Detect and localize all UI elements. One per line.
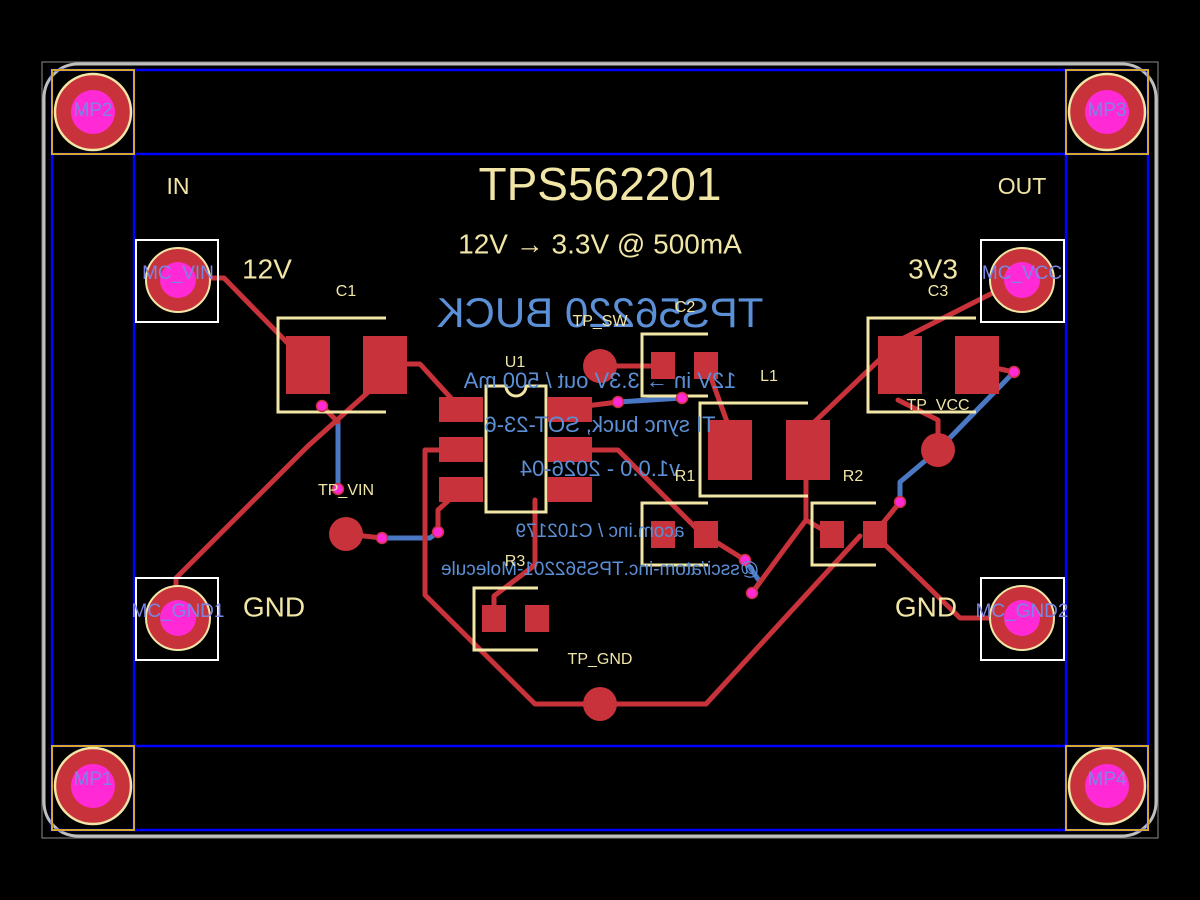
mc-gnd1-pad: MC_GND1 [132,577,225,661]
component-outlines [276,316,976,652]
back-silk-line-6: @ssci/atom-inc.TPS562201-Molecule [441,559,759,580]
gnd-left-label: GND [243,591,305,622]
c1-pad-2 [363,336,407,394]
r3-pad-2 [525,605,549,632]
tp-vcc-pad [921,433,955,467]
refdes-tp-gnd: TP_GND [568,651,633,668]
u1-pad-1 [439,397,483,422]
via [738,553,752,567]
board-title: TPS562201 [479,158,722,210]
r1-pad-2 [694,521,718,548]
mc-gnd2-pad: MC_GND2 [976,577,1069,661]
r3-pad-1 [482,605,506,632]
refdes-tp-vin: TP_VIN [318,482,374,499]
back-silkscreen: TPS56220 BUCK 12V in → 3.3V out / 500 mA… [437,289,764,580]
mc-gnd2-label: MC_GND2 [976,601,1069,622]
c2-outline [640,332,708,398]
via [315,399,329,413]
via [1007,365,1021,379]
r3-outline [472,586,538,652]
u1-pad-2 [439,437,483,462]
tp-vin-pad [329,517,363,551]
u1-pad-5 [548,437,592,462]
mc-vin-label: MC_VIN [142,263,214,284]
l1-outline [698,401,808,498]
via [893,495,907,509]
u1-pad-3 [439,477,483,502]
mp3-label: MP3 [1087,100,1126,121]
tp-sw-pad [583,349,617,383]
mp1-label: MP1 [73,769,112,790]
c3-pad-2 [955,336,999,394]
mp4-pad: MP4 [1065,745,1149,831]
c1-pad-1 [286,336,330,394]
refdes-u1: U1 [505,354,526,371]
via [611,395,625,409]
refdes-l1: L1 [760,368,778,385]
via [331,482,345,496]
back-silk-line-2: 12V in → 3.3V out / 500 mA [463,368,736,393]
tp-gnd-pad [583,687,617,721]
connection-pads: MC_VIN MC_VCC MC_GND1 MC_GND2 [132,239,1069,661]
in-label: IN [167,173,190,199]
mp3-pad: MP3 [1065,69,1149,155]
l1-pad-2 [786,420,830,480]
r1-outline [640,501,708,567]
mc-vcc-label: MC_VCC [982,263,1062,284]
via [745,586,759,600]
mc-vcc-pad: MC_VCC [980,239,1065,323]
vin-label: 12V [242,253,292,284]
vout-label: 3V3 [908,253,958,284]
l1-pad-1 [708,420,752,480]
via [375,531,389,545]
keepout-lines [50,68,1150,832]
top-silkscreen-text: TPS562201 12V → 3.3V @ 500mA IN OUT 12V … [167,158,1047,668]
mp2-label: MP2 [73,100,112,121]
via [431,525,445,539]
u1-pad-4 [548,477,592,502]
mp1-pad: MP1 [51,745,135,831]
refdes-tp-sw: TP_SW [572,313,628,330]
mounting-pads: MP2 MP3 MP1 MP4 [51,69,1149,831]
back-silk-line-1: TPS56220 BUCK [437,289,764,336]
mp4-label: MP4 [1087,769,1127,790]
c3-pad-1 [878,336,922,394]
refdes-c2: C2 [675,299,696,316]
board-subtitle: 12V → 3.3V @ 500mA [458,228,742,259]
refdes-c1: C1 [336,283,357,300]
r2-outline [810,501,876,567]
via [675,391,689,405]
back-silk-line-5: acom.inc / C102179 [516,521,685,542]
vias [315,365,1021,600]
mp2-pad: MP2 [51,69,135,155]
c3-outline [866,316,976,414]
test-points [329,349,955,721]
refdes-tp-vcc: TP_VCC [906,397,969,414]
back-silk-line-4: v1.0.0 - 2026-04 [520,456,680,481]
r2-pad-2 [863,521,887,548]
u1-pad-6 [548,397,592,422]
mc-vin-pad: MC_VIN [135,239,219,323]
board-frame [41,61,1159,839]
smd-pads [286,336,999,632]
refdes-r3: R3 [505,553,526,570]
c1-outline [276,316,386,414]
c2-pad-2 [694,352,718,379]
mc-gnd1-label: MC_GND1 [132,601,225,622]
u1-outline [484,384,548,514]
r2-pad-1 [820,521,844,548]
back-silk-line-3: TI sync buck, SOT-23-6 [484,412,715,437]
c2-pad-1 [651,352,675,379]
gnd-right-label: GND [895,591,957,622]
refdes-r1: R1 [675,468,696,485]
refdes-c3: C3 [928,283,949,300]
out-label: OUT [998,173,1047,199]
r1-pad-1 [651,521,675,548]
refdes-r2: R2 [843,468,864,485]
board-outline [42,62,1158,838]
